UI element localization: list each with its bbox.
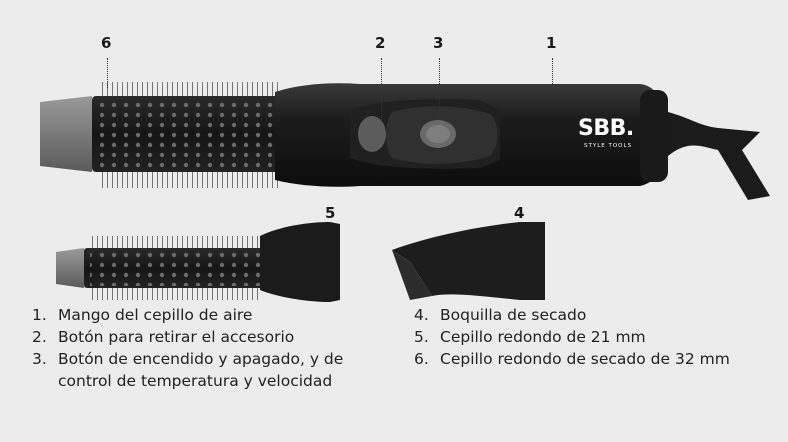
callout-line-6 [107, 58, 108, 88]
callout-5: 5 [325, 204, 336, 222]
drying-nozzle [392, 222, 545, 300]
air-brush-handle [275, 83, 770, 200]
callout-line-3 [439, 58, 440, 120]
callout-3: 3 [433, 34, 444, 52]
callout-2: 2 [375, 34, 386, 52]
callout-6: 6 [101, 34, 112, 52]
brand-logo: SBB. [578, 116, 634, 141]
legend-item: 1.Mango del cepillo de aire [32, 306, 253, 324]
round-brush-32mm [40, 82, 282, 188]
legend-item: 4.Boquilla de secado [414, 306, 587, 324]
callout-1: 1 [546, 34, 557, 52]
legend-item: 2.Botón para retirar el accesorio [32, 328, 295, 346]
legend-right: 4.Boquilla de secado 5.Cepillo redondo d… [414, 304, 730, 370]
callout-4: 4 [514, 204, 525, 222]
brand-tagline: STYLE TOOLS [584, 143, 633, 149]
legend-item: control de temperatura y velocidad [58, 372, 333, 390]
callout-line-2 [381, 58, 382, 120]
legend-item: 5.Cepillo redondo de 21 mm [414, 328, 646, 346]
round-brush-21mm [56, 222, 340, 302]
legend-item: 3.Botón de encendido y apagado, y de [32, 350, 344, 368]
legend-item: 6.Cepillo redondo de secado de 32 mm [414, 350, 730, 368]
callout-line-1 [552, 58, 553, 86]
legend-left: 1.Mango del cepillo de aire 2.Botón para… [32, 304, 343, 392]
